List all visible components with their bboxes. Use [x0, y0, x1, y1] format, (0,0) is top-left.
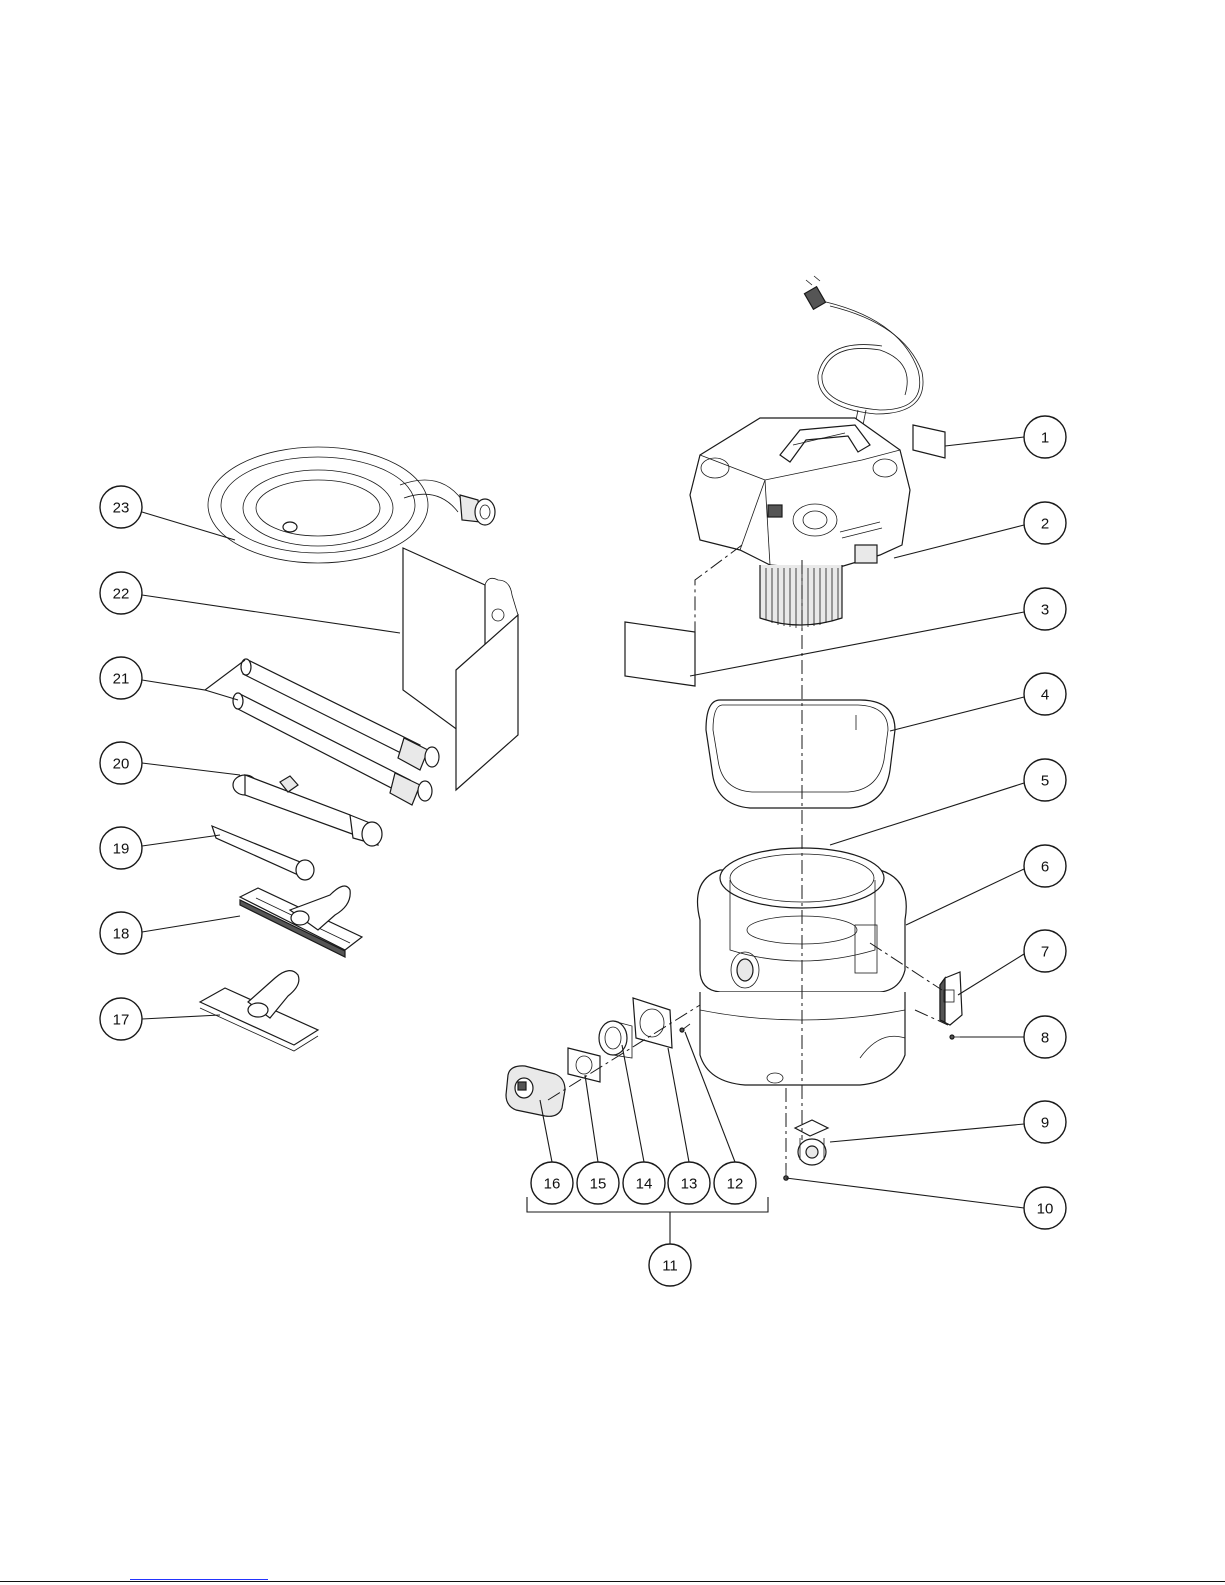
leader-line-4 [890, 697, 1024, 731]
callout-label-10: 10 [1037, 1201, 1054, 1218]
callout-label-8: 8 [1041, 1030, 1049, 1047]
leader-line-18 [142, 916, 240, 932]
leader-line-1 [945, 437, 1024, 446]
callout-22: 22 [100, 572, 142, 614]
callout-12: 12 [714, 1162, 756, 1204]
intake-cover-16 [506, 1066, 565, 1116]
gasket-15 [568, 1048, 600, 1082]
power-cord [804, 276, 923, 440]
motor-head [690, 418, 910, 628]
callout-23: 23 [100, 486, 142, 528]
callout-label-17: 17 [113, 1012, 130, 1029]
leader-line-14 [622, 1045, 644, 1162]
callout-19: 19 [100, 827, 142, 869]
callout-18: 18 [100, 912, 142, 954]
callout-label-2: 2 [1041, 516, 1049, 533]
callout-label-23: 23 [113, 500, 130, 517]
callout-11: 11 [649, 1244, 691, 1286]
callout-label-9: 9 [1041, 1115, 1049, 1132]
callout-15: 15 [577, 1162, 619, 1204]
leader-line-2 [894, 525, 1024, 558]
floor-tool [200, 971, 318, 1051]
callout-label-3: 3 [1041, 602, 1049, 619]
page-footer-rule [0, 1581, 1225, 1582]
screw-12 [680, 1024, 690, 1032]
callout-label-18: 18 [113, 926, 130, 943]
callout-9: 9 [1024, 1101, 1066, 1143]
label-plate-1 [913, 425, 945, 458]
leader-line-15 [585, 1075, 598, 1162]
callout-16: 16 [531, 1162, 573, 1204]
leader-line-13 [668, 1048, 689, 1162]
gasket-ring [706, 700, 895, 808]
callout-2: 2 [1024, 502, 1066, 544]
callout-7: 7 [1024, 930, 1066, 972]
wand-handle [233, 775, 382, 846]
callout-17: 17 [100, 998, 142, 1040]
callout-10: 10 [1024, 1187, 1066, 1229]
caster-wheel [795, 1120, 828, 1165]
leader-line-7 [958, 954, 1024, 995]
leader-line-3 [690, 612, 1024, 676]
leader-line-9 [830, 1124, 1024, 1142]
hose [208, 447, 495, 563]
callout-label-4: 4 [1041, 687, 1049, 704]
leader-line-23 [142, 512, 235, 540]
squeegee-tool [240, 886, 362, 957]
callout-label-5: 5 [1041, 773, 1049, 790]
callout-label-6: 6 [1041, 859, 1049, 876]
label-plate-3 [625, 622, 695, 686]
leader-line-21b [205, 690, 238, 700]
leader-line-10 [786, 1178, 1024, 1208]
leader-line-19 [142, 835, 220, 846]
intake-fitting-14 [599, 1021, 632, 1058]
callout-label-22: 22 [113, 586, 130, 603]
leader-line-6 [906, 869, 1024, 925]
callout-label-20: 20 [113, 756, 130, 773]
callout-13: 13 [668, 1162, 710, 1204]
leader-line-17 [142, 1015, 220, 1019]
intake-plate-13 [633, 998, 672, 1048]
callout-label-12: 12 [727, 1176, 744, 1193]
callout-label-1: 1 [1041, 430, 1049, 447]
leader-line-22 [142, 595, 400, 633]
leader-line-20 [142, 763, 240, 775]
callout-label-15: 15 [590, 1176, 607, 1193]
callout-8: 8 [1024, 1016, 1066, 1058]
callout-label-13: 13 [681, 1176, 698, 1193]
callout-6: 6 [1024, 845, 1066, 887]
callout-label-14: 14 [636, 1176, 653, 1193]
latch [940, 972, 962, 1025]
callout-label-16: 16 [544, 1176, 561, 1193]
callout-3: 3 [1024, 588, 1066, 630]
leader-line-21 [142, 660, 245, 690]
callout-label-21: 21 [113, 671, 130, 688]
callout-label-11: 11 [662, 1258, 678, 1275]
crevice-tool [212, 826, 314, 880]
footer-link-underline[interactable] [130, 1579, 268, 1580]
callout-label-19: 19 [113, 841, 130, 858]
callout-1: 1 [1024, 416, 1066, 458]
callout-14: 14 [623, 1162, 665, 1204]
callout-20: 20 [100, 742, 142, 784]
callout-5: 5 [1024, 759, 1066, 801]
callout-4: 4 [1024, 673, 1066, 715]
callout-label-7: 7 [1041, 944, 1049, 961]
callout-21: 21 [100, 657, 142, 699]
